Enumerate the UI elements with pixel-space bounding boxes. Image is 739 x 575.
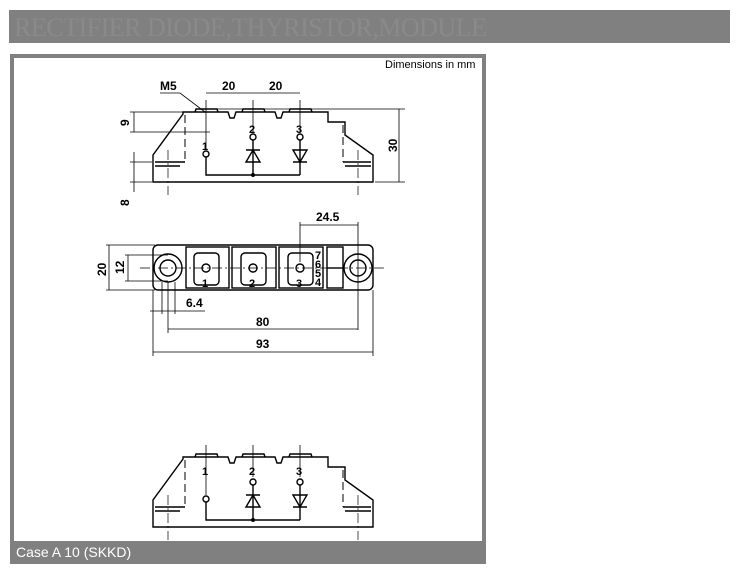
dim-9: 9 [118,119,132,126]
top-pin-label-2: 2 [249,278,255,290]
aux-pin-label-6: 6 [315,259,321,271]
dim-24-5: 24.5 [316,210,340,224]
pin-label-1: 1 [202,141,208,153]
dim-80: 80 [256,315,270,329]
dim-93: 93 [256,337,270,351]
side-view: M5 20 20 1 2 3 9 30 8 [118,79,405,206]
dim-8: 8 [118,199,132,206]
bottom-pin-label-2: 2 [249,466,255,478]
top-pin-label-1: 1 [202,278,208,290]
units-note: Dimensions in mm [385,59,475,71]
aux-pin-label-4: 4 [315,277,322,289]
caption-bar: Case A 10 (SKKD) [10,541,486,564]
dim-6-4: 6.4 [186,296,203,310]
aux-pin-label-7: 7 [315,250,321,262]
pitch-label-2: 20 [269,79,283,93]
thread-label: M5 [160,79,177,93]
bottom-pin-label-3: 3 [296,466,302,478]
aux-pin-label-5: 5 [315,268,321,280]
drawing-panel [10,54,486,561]
top-view: 1 2 3 7 6 5 4 24.5 20 12 6.4 80 93 [95,210,385,356]
pin-label-3: 3 [296,124,302,136]
page-title-bar: RECTIFIER DIODE,THYRISTOR,MODULE [9,10,730,43]
top-pin-label-3: 3 [296,278,302,290]
pitch-label-1: 20 [222,79,236,93]
dim-12: 12 [113,260,127,274]
caption-text: Case A 10 (SKKD) [16,544,132,560]
page-title: RECTIFIER DIODE,THYRISTOR,MODULE [14,13,487,42]
dim-30: 30 [386,138,400,152]
bottom-view: 1 2 3 [152,444,374,541]
bottom-pin-label-1: 1 [202,466,208,478]
dim-20: 20 [95,262,109,276]
pin-label-2: 2 [249,124,255,136]
